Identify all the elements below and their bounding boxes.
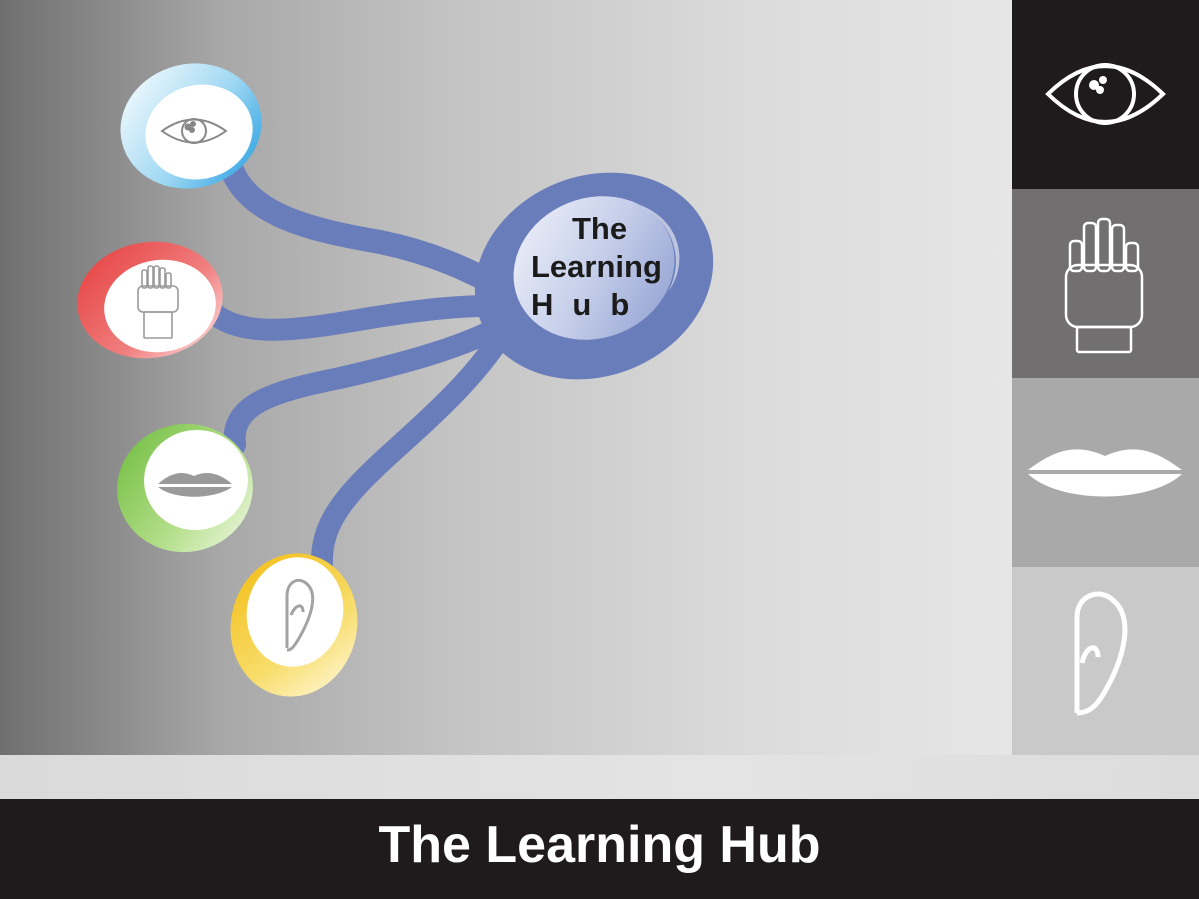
- hub-title-line-2: Learning: [531, 249, 662, 284]
- taste-tile[interactable]: [1012, 378, 1199, 567]
- ear-icon: [1074, 591, 1128, 716]
- mind-map-graphic: [70, 49, 744, 708]
- hand-icon: [1064, 217, 1144, 354]
- branch-touch: [199, 294, 516, 341]
- branch-connectors: [199, 158, 519, 576]
- eye-icon: [160, 118, 228, 144]
- hub-title: The Learning Hub: [518, 210, 686, 324]
- hub-title-line-1: The: [572, 211, 628, 246]
- lips-icon: [1028, 449, 1182, 497]
- hand-icon: [137, 265, 179, 339]
- touch-tile[interactable]: [1012, 189, 1199, 378]
- see-bubble[interactable]: [107, 49, 275, 204]
- divider-strip: [0, 755, 1199, 799]
- branch-taste: [223, 311, 519, 456]
- hear-bubble[interactable]: [217, 541, 370, 708]
- mind-map-area: The Learning Hub: [0, 0, 1012, 755]
- lips-icon: [158, 472, 232, 497]
- footer-bar: The Learning Hub: [0, 799, 1199, 899]
- branch-see: [220, 158, 517, 302]
- taste-bubble[interactable]: [107, 413, 263, 563]
- eye-icon: [1045, 63, 1166, 125]
- sense-navigation-panel: [1012, 0, 1199, 755]
- hub-node[interactable]: [443, 138, 744, 415]
- ear-icon: [285, 579, 315, 652]
- hub-title-line-3: Hub: [531, 287, 649, 322]
- hear-tile[interactable]: [1012, 567, 1199, 755]
- touch-bubble[interactable]: [70, 232, 231, 367]
- footer-title: The Learning Hub: [378, 816, 821, 874]
- branch-hear: [310, 319, 516, 576]
- see-tile[interactable]: [1012, 0, 1199, 189]
